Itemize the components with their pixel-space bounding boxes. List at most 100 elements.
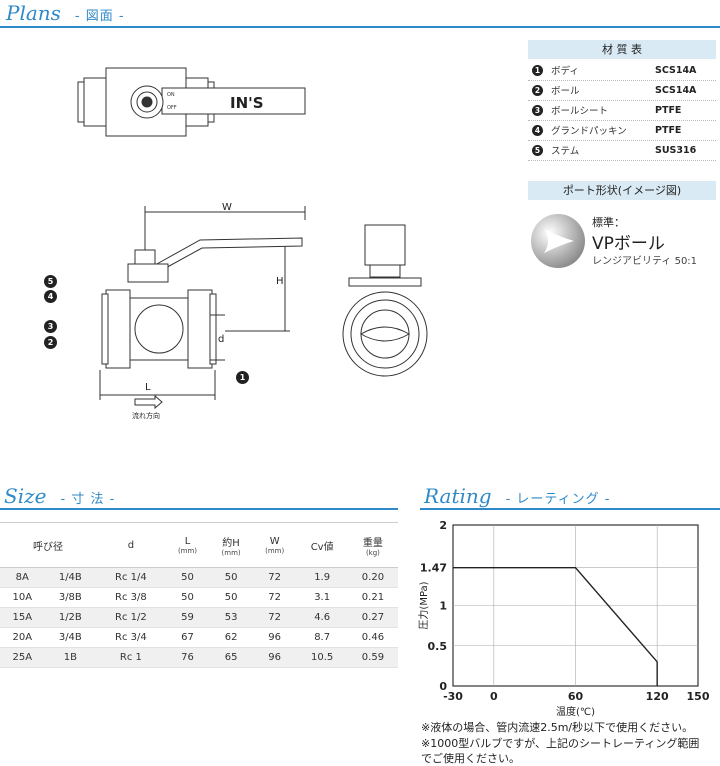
callout-3: 3 [44, 320, 57, 333]
table-cell: 0.27 [347, 607, 398, 628]
size-col-nominal: 呼び径 [0, 522, 97, 568]
brand-logo: IN'S [230, 94, 264, 112]
table-cell: Rc 1/4 [96, 567, 166, 588]
y-tick-label: 1.47 [420, 562, 447, 575]
rating-line [453, 566, 658, 686]
material-number: 2 [532, 84, 543, 96]
material-part: ボールシート [551, 106, 609, 117]
table-cell: 1.9 [296, 567, 348, 588]
plans-heading: Plans - 図面 - [6, 1, 125, 25]
plans-title: Plans [6, 1, 61, 25]
table-cell: 3.1 [296, 587, 348, 608]
callout-2: 2 [44, 336, 57, 349]
size-col-h: 約H(mm) [209, 522, 253, 568]
table-cell: 72 [252, 587, 297, 608]
table-cell: 76 [165, 647, 210, 668]
table-cell: 72 [252, 567, 297, 588]
dim-w-label: W [222, 202, 232, 213]
table-cell: 72 [252, 607, 297, 628]
x-tick-label: -30 [443, 690, 463, 703]
material-number: 4 [532, 124, 543, 136]
port-type: VPボール [592, 234, 665, 254]
size-heading: Size - 寸 法 - [4, 484, 115, 508]
size-subtitle: - 寸 法 - [60, 492, 116, 507]
material-part: ボール [551, 86, 580, 97]
plans-rule [0, 26, 720, 28]
table-cell: 10.5 [296, 647, 348, 668]
port-ball-icon [531, 214, 585, 268]
material-number: 5 [532, 144, 543, 156]
table-cell: 3/4B [44, 627, 97, 648]
table-cell: 67 [165, 627, 210, 648]
material-value: SCS14A [655, 64, 697, 76]
dim-d-label: d [218, 334, 224, 345]
on-label: ON [167, 92, 175, 98]
plans-subtitle: - 図面 - [74, 9, 125, 24]
table-cell: 50 [165, 567, 210, 588]
material-row: 3 ボールシート PTFE [528, 100, 716, 121]
material-value: PTFE [655, 124, 682, 136]
port-header: ポート形状(イメージ図) [528, 181, 716, 200]
note-1: ※液体の場合、管内流速2.5m/秒以下で使用ください。 [421, 721, 694, 734]
size-rule [0, 508, 398, 510]
note-3: でご使用ください。 [421, 752, 520, 765]
table-cell: Rc 1/2 [96, 607, 166, 628]
table-cell: 1/4B [44, 567, 97, 588]
x-tick-label: 120 [646, 690, 669, 703]
material-number: 1 [532, 64, 543, 76]
table-cell: 50 [209, 567, 253, 588]
y-tick-label: 1 [439, 600, 447, 613]
dim-l-label: L [145, 382, 151, 393]
note-2: ※1000型バルブですが、上記のシートレーティング範囲 [421, 737, 700, 750]
y-tick-label: 0 [439, 680, 447, 693]
size-col-w: W(mm) [252, 522, 297, 568]
flow-label: 流れ方向 [132, 411, 160, 420]
port-rangeability: レンジアビリティ 50:1 [592, 256, 698, 267]
rating-subtitle: - レーティング - [505, 492, 611, 507]
valve-end-view [342, 224, 428, 377]
y-axis-label: 圧力(MPa) [417, 581, 430, 629]
table-cell: 3/8B [44, 587, 97, 608]
table-cell: 1/2B [44, 607, 97, 628]
material-part: ステム [551, 146, 580, 157]
y-tick-label: 2 [439, 519, 447, 532]
material-number: 3 [532, 104, 543, 116]
x-tick-label: 150 [687, 690, 710, 703]
valve-side-view: W H L d 流れ方向 [99, 202, 306, 420]
materials-header: 材 質 表 [528, 40, 716, 59]
material-value: SUS316 [655, 144, 697, 156]
table-cell: 96 [252, 627, 297, 648]
x-tick-label: 60 [568, 690, 584, 703]
table-cell: 0.20 [347, 567, 398, 588]
callout-5: 5 [44, 275, 57, 288]
table-cell: 20A [0, 627, 45, 648]
table-cell: 8A [0, 567, 45, 588]
table-cell: 53 [209, 607, 253, 628]
table-cell: 96 [252, 647, 297, 668]
table-cell: 0.46 [347, 627, 398, 648]
material-row: 5 ステム SUS316 [528, 140, 716, 161]
table-cell: 10A [0, 587, 45, 608]
table-cell: Rc 3/4 [96, 627, 166, 648]
table-cell: 59 [165, 607, 210, 628]
table-cell: 50 [165, 587, 210, 608]
table-cell: 1B [44, 647, 97, 668]
size-col-cv: Cv値 [296, 522, 348, 568]
table-cell: 15A [0, 607, 45, 628]
x-tick-label: 0 [490, 690, 498, 703]
port-standard: 標準： [592, 216, 625, 229]
table-cell: 50 [209, 587, 253, 608]
callout-1: 1 [236, 371, 249, 384]
callout-4: 4 [44, 290, 57, 303]
size-col-d: d [96, 522, 166, 568]
size-title: Size [4, 484, 47, 508]
material-value: PTFE [655, 104, 682, 116]
table-cell: 8.7 [296, 627, 348, 648]
table-cell: 65 [209, 647, 253, 668]
